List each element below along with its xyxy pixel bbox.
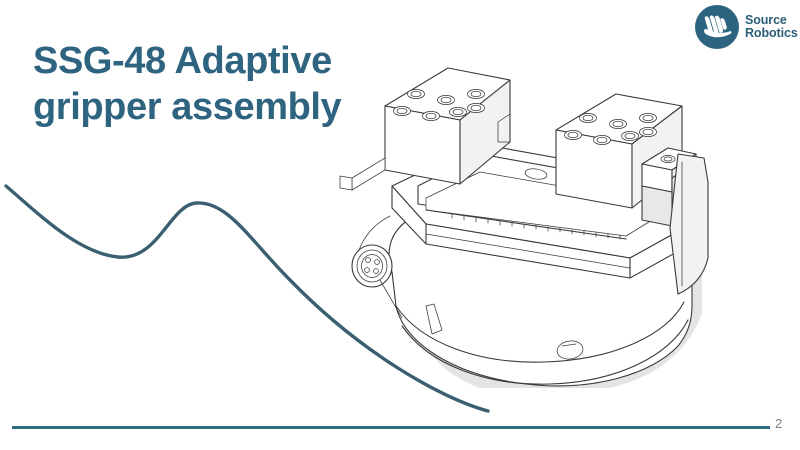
right-finger-shroud bbox=[669, 153, 709, 295]
right-jaw-bolt-holes bbox=[564, 113, 657, 145]
slide-title: SSG-48 Adaptive gripper assembly bbox=[33, 40, 342, 129]
right-jaw-block bbox=[555, 93, 683, 209]
footer-rule bbox=[12, 426, 770, 429]
m8-connector bbox=[351, 215, 403, 319]
left-jaw-bolt-holes bbox=[393, 89, 485, 121]
brand-logo-line-1: Source bbox=[745, 12, 787, 27]
brand-logo-line-2: Robotics bbox=[745, 26, 798, 40]
left-jaw-block bbox=[339, 67, 511, 191]
brand-logo: Source Robotics bbox=[694, 2, 798, 52]
page-number: 2 bbox=[775, 416, 783, 431]
source-robotics-hand-mark-icon bbox=[695, 5, 739, 49]
brand-logo-wordmark: Source Robotics bbox=[745, 12, 798, 40]
gripper-assembly-illustration: .ln { fill:none; stroke:#3a3a3a; stroke-… bbox=[339, 67, 709, 388]
